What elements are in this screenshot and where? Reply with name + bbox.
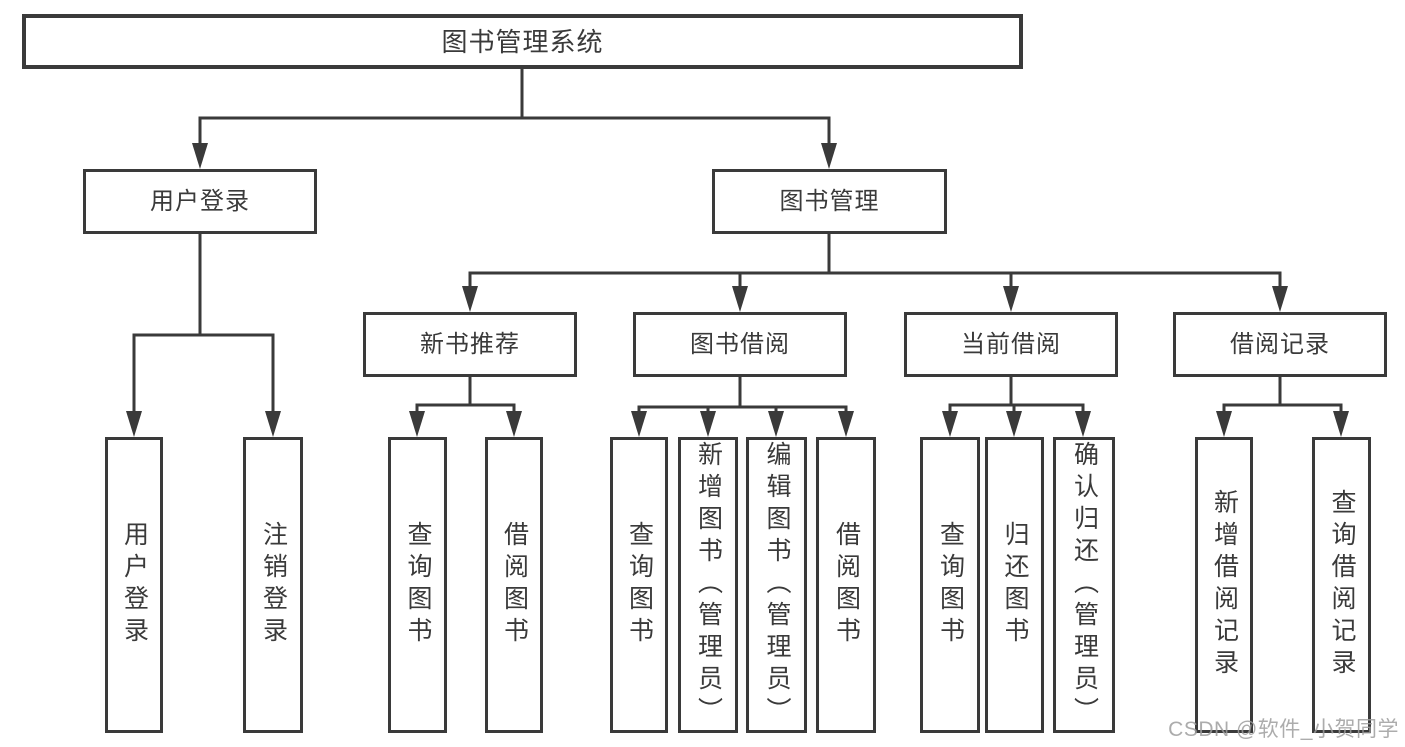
node-root-system: 图书管理系统: [22, 14, 1023, 69]
node-label-leaf-logout: 注销登录: [259, 521, 288, 649]
arrowhead-icon: [700, 411, 716, 437]
arrowhead-icon: [1216, 411, 1232, 437]
arrowhead-icon: [1003, 286, 1019, 312]
arrowhead-icon: [126, 411, 142, 437]
node-label-leaf-return-book: 归还图书: [1001, 521, 1029, 649]
node-label-leaf-borrow-book-2: 借阅图书: [832, 521, 861, 649]
node-current-borrowing: 当前借阅: [904, 312, 1118, 377]
node-label-book-management: 图书管理: [779, 187, 880, 215]
arrowhead-icon: [409, 411, 425, 437]
node-label-leaf-borrow-book-1: 借阅图书: [500, 521, 529, 649]
node-book-management: 图书管理: [712, 169, 947, 234]
arrowhead-icon: [192, 143, 208, 169]
node-leaf-logout: 注销登录: [243, 437, 303, 733]
node-user-login: 用户登录: [83, 169, 317, 234]
arrowhead-icon: [1272, 286, 1288, 312]
node-leaf-edit-book: 编辑图书（管理员）: [746, 437, 807, 733]
arrowhead-icon: [1075, 411, 1091, 437]
node-label-leaf-user-login: 用户登录: [120, 521, 149, 649]
node-leaf-query-book-3: 查询图书: [920, 437, 980, 733]
node-label-leaf-query-book-2: 查询图书: [625, 521, 654, 649]
arrowhead-icon: [506, 411, 522, 437]
arrowhead-icon: [732, 286, 748, 312]
node-label-new-book-recommend: 新书推荐: [420, 330, 520, 358]
node-label-book-borrowing: 图书借阅: [690, 330, 790, 358]
node-label-leaf-query-record: 查询借阅记录: [1328, 489, 1356, 681]
node-leaf-query-record: 查询借阅记录: [1312, 437, 1371, 733]
node-borrowing-records: 借阅记录: [1173, 312, 1387, 377]
arrowhead-icon: [821, 143, 837, 169]
node-leaf-query-book-2: 查询图书: [610, 437, 668, 733]
node-label-leaf-query-book-3: 查询图书: [936, 521, 965, 649]
arrowhead-icon: [1333, 411, 1349, 437]
arrowhead-icon: [1006, 411, 1022, 437]
node-leaf-return-book: 归还图书: [985, 437, 1044, 733]
node-label-borrowing-records: 借阅记录: [1230, 330, 1330, 358]
node-book-borrowing: 图书借阅: [633, 312, 847, 377]
node-label-leaf-add-record: 新增借阅记录: [1210, 489, 1239, 681]
node-leaf-user-login: 用户登录: [105, 437, 163, 733]
arrowhead-icon: [462, 286, 478, 312]
arrowhead-icon: [768, 411, 784, 437]
node-leaf-borrow-book-1: 借阅图书: [485, 437, 543, 733]
node-label-leaf-edit-book: 编辑图书（管理员）: [763, 441, 791, 729]
node-new-book-recommend: 新书推荐: [363, 312, 577, 377]
node-leaf-add-book: 新增图书（管理员）: [678, 437, 738, 733]
arrowhead-icon: [838, 411, 854, 437]
node-label-leaf-query-book-1: 查询图书: [404, 521, 432, 649]
node-label-current-borrowing: 当前借阅: [961, 330, 1061, 358]
node-label-root-system: 图书管理系统: [441, 26, 604, 57]
watermark: CSDN @软件_小贺同学: [1168, 718, 1399, 741]
node-leaf-confirm-return: 确认归还（管理员）: [1053, 437, 1115, 733]
node-label-leaf-add-book: 新增图书（管理员）: [694, 441, 723, 729]
node-leaf-add-record: 新增借阅记录: [1195, 437, 1253, 733]
arrowhead-icon: [942, 411, 958, 437]
node-label-leaf-confirm-return: 确认归还（管理员）: [1070, 441, 1099, 729]
node-leaf-borrow-book-2: 借阅图书: [816, 437, 876, 733]
arrowhead-icon: [265, 411, 281, 437]
node-label-user-login: 用户登录: [150, 187, 250, 215]
node-leaf-query-book-1: 查询图书: [388, 437, 447, 733]
arrowhead-icon: [631, 411, 647, 437]
